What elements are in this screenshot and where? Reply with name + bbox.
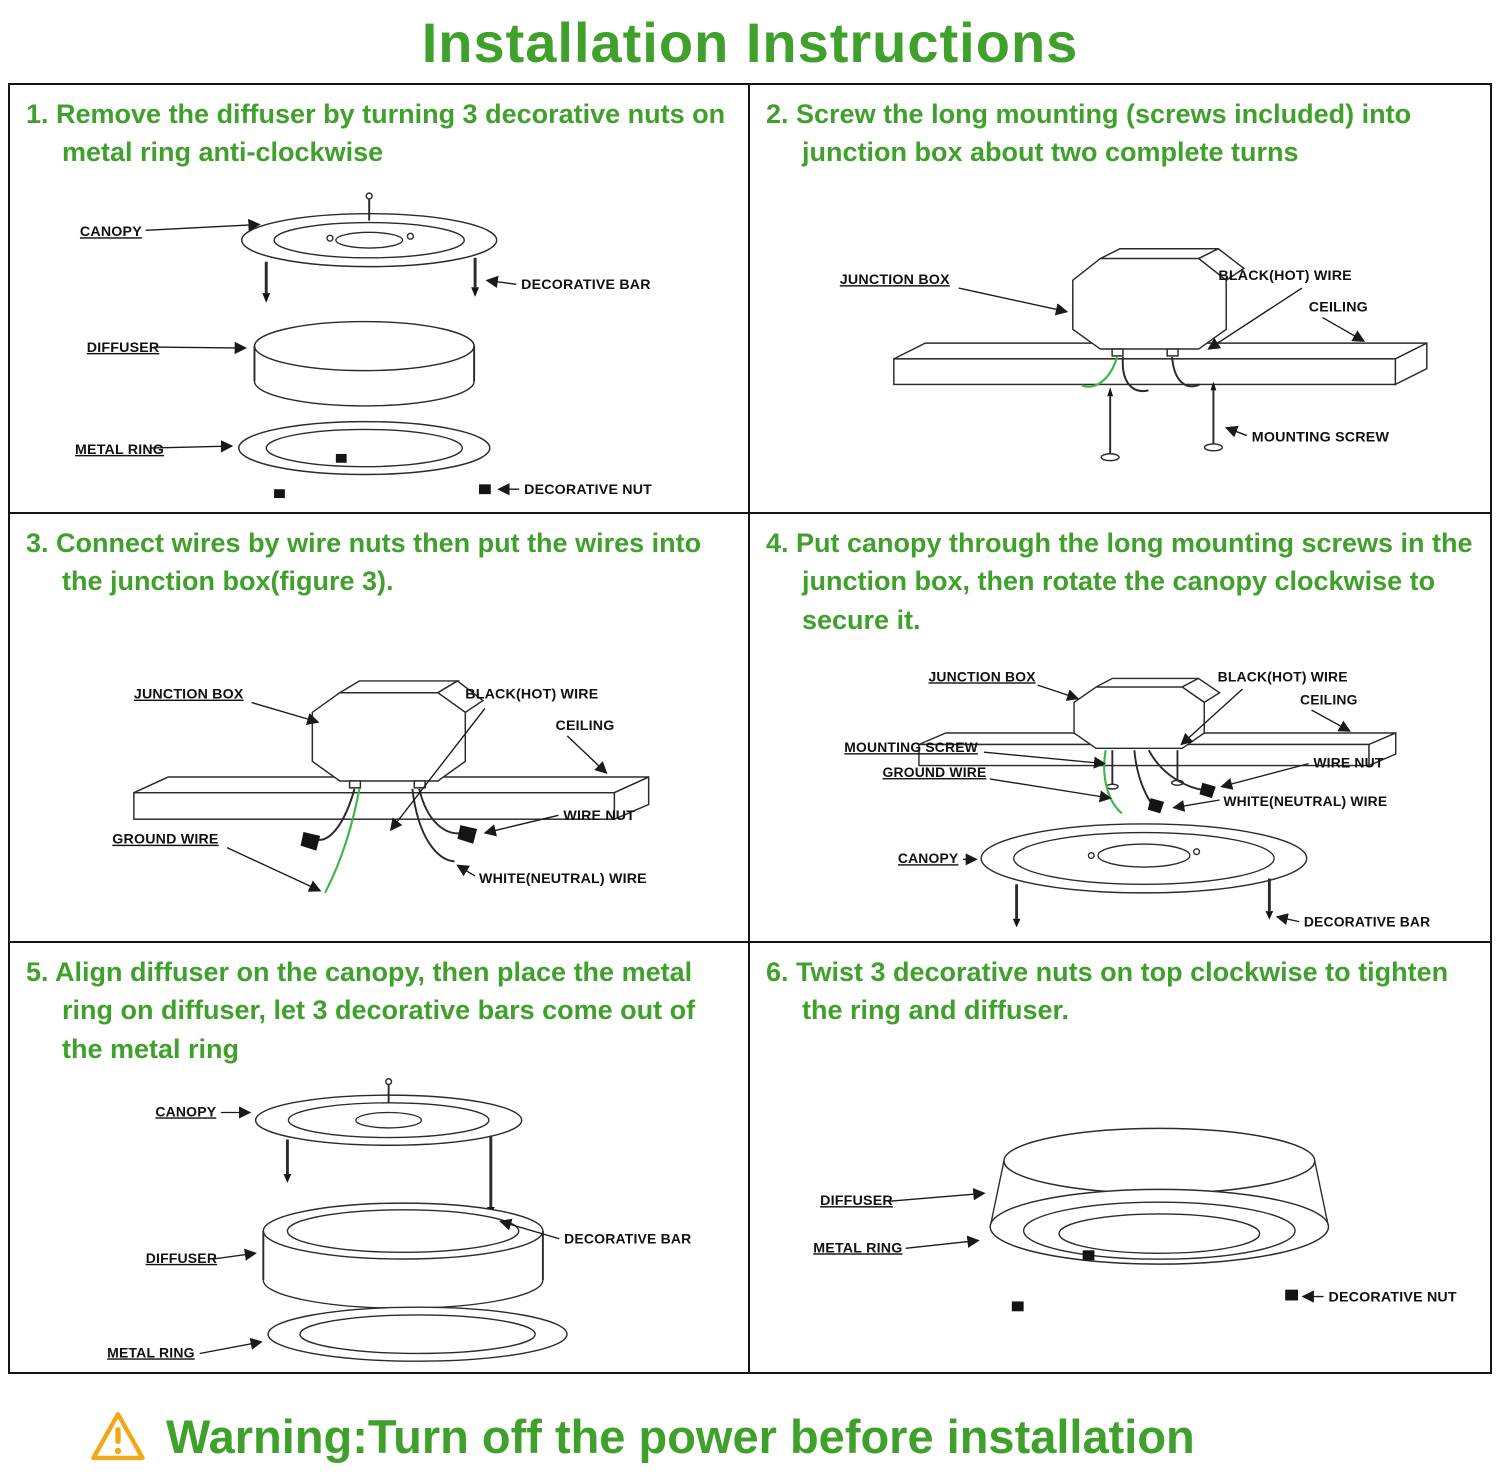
- label-black-hot-wire: BLACK(HOT) WIRE: [465, 686, 598, 702]
- label-junction-box: JUNCTION BOX: [929, 668, 1037, 684]
- metal-ring-figure: [989, 1188, 1330, 1265]
- panel-step-1: 1. Remove the diffuser by turning 3 deco…: [10, 85, 750, 514]
- label-ground-wire: GROUND WIRE: [112, 831, 218, 847]
- junction-box-figure: [311, 679, 485, 789]
- diffuser-figure: [253, 320, 476, 407]
- canopy-figure: [240, 192, 498, 303]
- wires-figure: [1103, 749, 1216, 815]
- warning-triangle-icon: [91, 1411, 145, 1461]
- diagram-step-2: JUNCTION BOX BLACK(HOT) WIRE CEILING MOU…: [840, 247, 1428, 462]
- label-ceiling: CEILING: [556, 718, 615, 734]
- label-canopy: CANOPY: [898, 850, 959, 866]
- label-diffuser: DIFFUSER: [146, 1250, 217, 1266]
- label-ground-wire: GROUND WIRE: [883, 764, 987, 780]
- label-metal-ring: METAL RING: [813, 1240, 902, 1256]
- label-mounting-screw: MOUNTING SCREW: [844, 739, 978, 755]
- diagram-step-3: JUNCTION BOX BLACK(HOT) WIRE CEILING WIR…: [112, 679, 650, 893]
- junction-box-figure: [1073, 677, 1221, 750]
- diagram-step-4: JUNCTION BOX BLACK(HOT) WIRE CEILING MOU…: [844, 668, 1431, 929]
- label-white-neutral-wire: WHITE(NEUTRAL) WIRE: [479, 871, 647, 887]
- step-5-text: 5. Align diffuser on the canopy, then pl…: [26, 957, 696, 1064]
- junction-box-figure: [1072, 247, 1246, 357]
- panel-step-5: 5. Align diffuser on the canopy, then pl…: [10, 943, 750, 1372]
- label-junction-box: JUNCTION BOX: [840, 272, 950, 288]
- label-wire-nut: WIRE NUT: [563, 808, 635, 824]
- label-decorative-nut: DECORATIVE NUT: [1328, 1289, 1456, 1305]
- ceiling-board-figure: [893, 341, 1428, 386]
- callout-lines: [958, 287, 1366, 438]
- panel-step-2: 2. Screw the long mounting (screws inclu…: [750, 85, 1490, 514]
- label-metal-ring: METAL RING: [107, 1344, 195, 1360]
- metal-ring-figure: [238, 420, 491, 498]
- ceiling-board-figure: [133, 775, 650, 820]
- label-diffuser: DIFFUSER: [87, 340, 160, 356]
- wires-figure: [1081, 356, 1201, 392]
- step-2-text: 2. Screw the long mounting (screws inclu…: [766, 99, 1412, 168]
- label-metal-ring: METAL RING: [75, 442, 164, 458]
- label-black-hot-wire: BLACK(HOT) WIRE: [1218, 268, 1352, 284]
- panel-step-6: 6. Twist 3 decorative nuts on top clockw…: [750, 943, 1490, 1372]
- step-3-text: 3. Connect wires by wire nuts then put t…: [26, 528, 702, 597]
- callout-lines: [145, 218, 520, 496]
- label-mounting-screw: MOUNTING SCREW: [1252, 429, 1390, 445]
- diffuser-figure: [262, 1202, 544, 1309]
- diagram-step-1: CANOPY DECORATIVE BAR DIFFUSER METAL RIN…: [75, 192, 652, 498]
- label-ceiling: CEILING: [1300, 691, 1358, 707]
- mounting-screws-figure: [1100, 381, 1224, 462]
- decorative-nuts-figure: [1011, 1289, 1298, 1311]
- label-decorative-bar: DECORATIVE BAR: [521, 277, 651, 293]
- label-decorative-bar: DECORATIVE BAR: [564, 1231, 691, 1247]
- label-junction-box: JUNCTION BOX: [134, 686, 244, 702]
- label-wire-nut: WIRE NUT: [1313, 754, 1383, 770]
- diagram-step-5: CANOPY DECORATIVE BAR DIFFUSER METAL RIN…: [107, 1078, 691, 1362]
- callout-lines: [226, 701, 608, 892]
- label-decorative-nut: DECORATIVE NUT: [524, 482, 652, 498]
- callout-lines: [889, 1187, 1324, 1303]
- label-white-neutral-wire: WHITE(NEUTRAL) WIRE: [1223, 793, 1387, 809]
- instructions-grid: 1. Remove the diffuser by turning 3 deco…: [8, 83, 1492, 1374]
- canopy-figure: [980, 823, 1308, 928]
- label-decorative-bar: DECORATIVE BAR: [1304, 913, 1431, 929]
- step-4-text: 4. Put canopy through the long mounting …: [766, 528, 1473, 635]
- panel-step-3: 3. Connect wires by wire nuts then put t…: [10, 514, 750, 943]
- canopy-figure: [254, 1078, 523, 1216]
- label-ceiling: CEILING: [1309, 299, 1368, 315]
- label-canopy: CANOPY: [80, 224, 142, 240]
- diagram-step-6: DIFFUSER METAL RING DECORATIVE NUT: [813, 1127, 1457, 1311]
- panel-step-4: 4. Put canopy through the long mounting …: [750, 514, 1490, 943]
- step-1-text: 1. Remove the diffuser by turning 3 deco…: [26, 99, 726, 168]
- label-canopy: CANOPY: [155, 1103, 216, 1119]
- step-6-text: 6. Twist 3 decorative nuts on top clockw…: [766, 957, 1449, 1026]
- page-title: Installation Instructions: [421, 11, 1079, 74]
- warning-text: Warning:Turn off the power before instal…: [166, 1409, 1195, 1463]
- wires-figure: [300, 788, 478, 893]
- label-diffuser: DIFFUSER: [820, 1193, 893, 1209]
- callout-lines: [962, 684, 1351, 925]
- warning-bar: Warning:Turn off the power before instal…: [0, 1374, 1500, 1484]
- callout-lines: [199, 1106, 560, 1355]
- metal-ring-figure: [267, 1306, 568, 1362]
- label-black-hot-wire: BLACK(HOT) WIRE: [1218, 668, 1348, 684]
